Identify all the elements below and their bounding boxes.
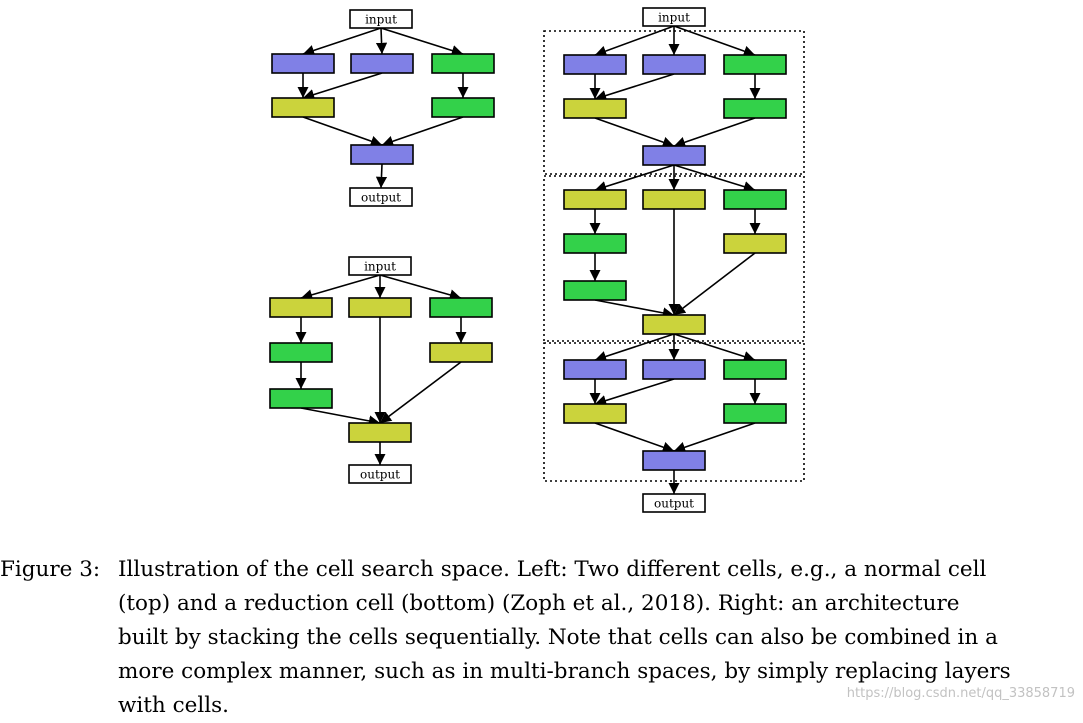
edge-n_in-n_b1 (380, 27, 464, 56)
architecture-block2-combine (642, 314, 706, 335)
cell-search-space-diagram: input output input output input output (269, 7, 805, 513)
edge-s2_c3-s2_m (673, 252, 756, 316)
reduction-cell-op-green-2 (269, 342, 333, 363)
architecture-block1-op-blue-1 (563, 54, 627, 75)
edges (295, 25, 761, 494)
edge-s_in-s1_b1 (673, 25, 756, 57)
nodes: input output input output input output (269, 7, 787, 513)
edge-s2_m-s3_a1 (594, 333, 675, 362)
reduction-cell-op-yellow-3 (429, 342, 493, 363)
edge-n_b2-n_m (381, 116, 464, 147)
edge-r_b3-r_m (300, 407, 381, 427)
reduction-cell-output: output (348, 464, 412, 484)
edge-r_in-r_c1 (300, 274, 381, 301)
edge-r_in-r_b1 (379, 274, 462, 301)
architecture-block2-op-green-1 (723, 189, 787, 210)
edge-s1_c1-s1_m (594, 117, 675, 148)
watermark: https://blog.csdn.net/qq_33858719 (846, 686, 1075, 701)
architecture-block1-op-yellow-1 (563, 98, 627, 119)
edge-n_m-n_out (375, 163, 388, 189)
reduction-cell-combine (348, 422, 412, 443)
normal-cell-op-green-1 (431, 53, 495, 74)
edge-r_c3-r_m (379, 361, 462, 424)
edge-s_in-s1_a1 (594, 25, 675, 57)
architecture-block2-op-yellow-1 (563, 189, 627, 210)
architecture-block3-op-blue-1 (563, 359, 627, 380)
architecture-block2-op-green-3 (563, 280, 627, 301)
architecture-block3-op-green-1 (723, 359, 787, 380)
reduction-cell-op-green-3 (269, 388, 333, 409)
reduction-cell-op-yellow-1 (269, 297, 333, 318)
architecture-block2-op-yellow-2 (642, 189, 706, 210)
architecture-block2-op-yellow-3 (723, 233, 787, 254)
normal-cell-op-blue-2 (350, 53, 414, 74)
architecture-block3-op-yellow-1 (563, 403, 627, 424)
caption-line-1: Illustration of the cell search space. L… (118, 557, 987, 582)
edge-s2_b3-s2_m (594, 299, 675, 319)
normal-cell-op-green-2 (431, 97, 495, 118)
edge-n_in-n_a1 (302, 27, 382, 56)
reduction-cell-output-text: output (360, 468, 400, 482)
architecture-output-text: output (654, 497, 694, 511)
architecture-block1-op-green-2 (723, 98, 787, 119)
normal-cell-output: output (349, 187, 413, 207)
architecture-output: output (642, 493, 706, 513)
edge-s3_c1-s3_m (594, 422, 675, 453)
caption-line-3: built by stacking the cells sequentially… (118, 625, 998, 650)
architecture-input-text: input (658, 11, 690, 25)
reduction-cell-input-text: input (364, 260, 396, 274)
architecture-block1-op-blue-2 (642, 54, 706, 75)
reduction-cell-input: input (348, 256, 412, 276)
architecture-block1-combine (642, 145, 706, 166)
edge-s3_a2-s3_c1 (594, 378, 675, 406)
edge-s1_a2-s1_c1 (594, 73, 675, 101)
edge-s1_m-s2_b1 (673, 164, 756, 193)
edge-s3_b2-s3_m (673, 422, 756, 453)
figure-label: Figure 3: (0, 557, 101, 582)
reduction-cell-op-yellow-2 (348, 297, 412, 318)
normal-cell-input: input (349, 9, 413, 29)
normal-cell-combine (350, 144, 414, 165)
normal-cell-output-text: output (361, 191, 401, 205)
normal-cell-op-yellow-1 (271, 97, 335, 118)
normal-cell-op-blue-1 (271, 53, 335, 74)
architecture-block3-combine (642, 450, 706, 471)
edge-s1_m-s2_c1 (594, 164, 675, 192)
architecture-input: input (642, 7, 706, 27)
edge-s2_m-s3_b1 (673, 333, 756, 362)
architecture-block3-op-green-2 (723, 403, 787, 424)
reduction-cell-op-green-1 (429, 297, 493, 318)
architecture-block1-op-green-1 (723, 54, 787, 75)
edge-n_a2-n_c1 (302, 72, 383, 100)
edge-n_in-n_a2 (375, 27, 388, 55)
edge-s1_b2-s1_m (673, 117, 756, 148)
caption-line-5: with cells. (118, 693, 229, 718)
normal-cell-input-text: input (365, 13, 397, 27)
architecture-block3-op-blue-2 (642, 359, 706, 380)
architecture-block2-op-green-2 (563, 233, 627, 254)
caption-line-4: more complex manner, such as in multi-br… (118, 659, 1011, 684)
edge-n_c1-n_m (302, 116, 383, 147)
caption-line-2: (top) and a reduction cell (bottom) (Zop… (118, 591, 960, 616)
